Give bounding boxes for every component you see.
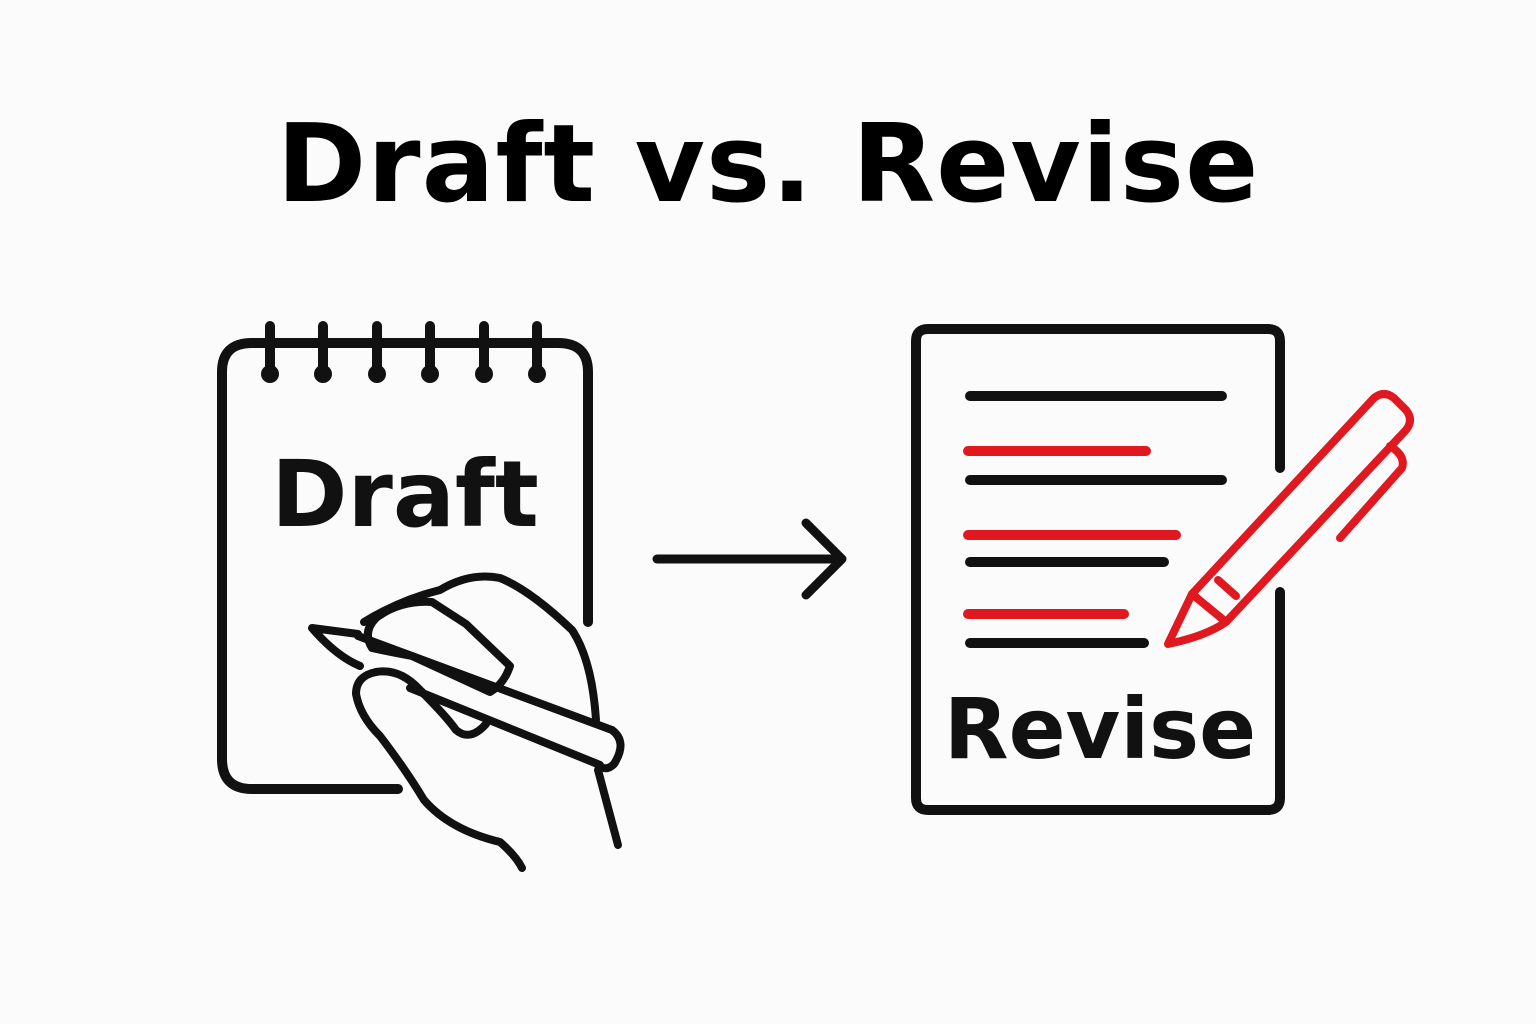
draft-notepad: Draft <box>217 321 625 872</box>
document-text-lines <box>963 391 1227 648</box>
notepad-outline <box>217 338 593 794</box>
revise-document: Revise <box>911 324 1414 815</box>
spiral-holes <box>261 365 546 383</box>
draft-label: Draft <box>271 441 539 548</box>
diagram-title: Draft vs. Revise <box>276 102 1260 227</box>
spiral-binding-icon <box>265 321 542 377</box>
revise-label: Revise <box>944 680 1256 778</box>
right-arrow-icon <box>652 518 847 600</box>
document-outline <box>911 324 1285 815</box>
writing-hand-icon <box>308 572 625 872</box>
red-pen-icon <box>1164 390 1414 648</box>
